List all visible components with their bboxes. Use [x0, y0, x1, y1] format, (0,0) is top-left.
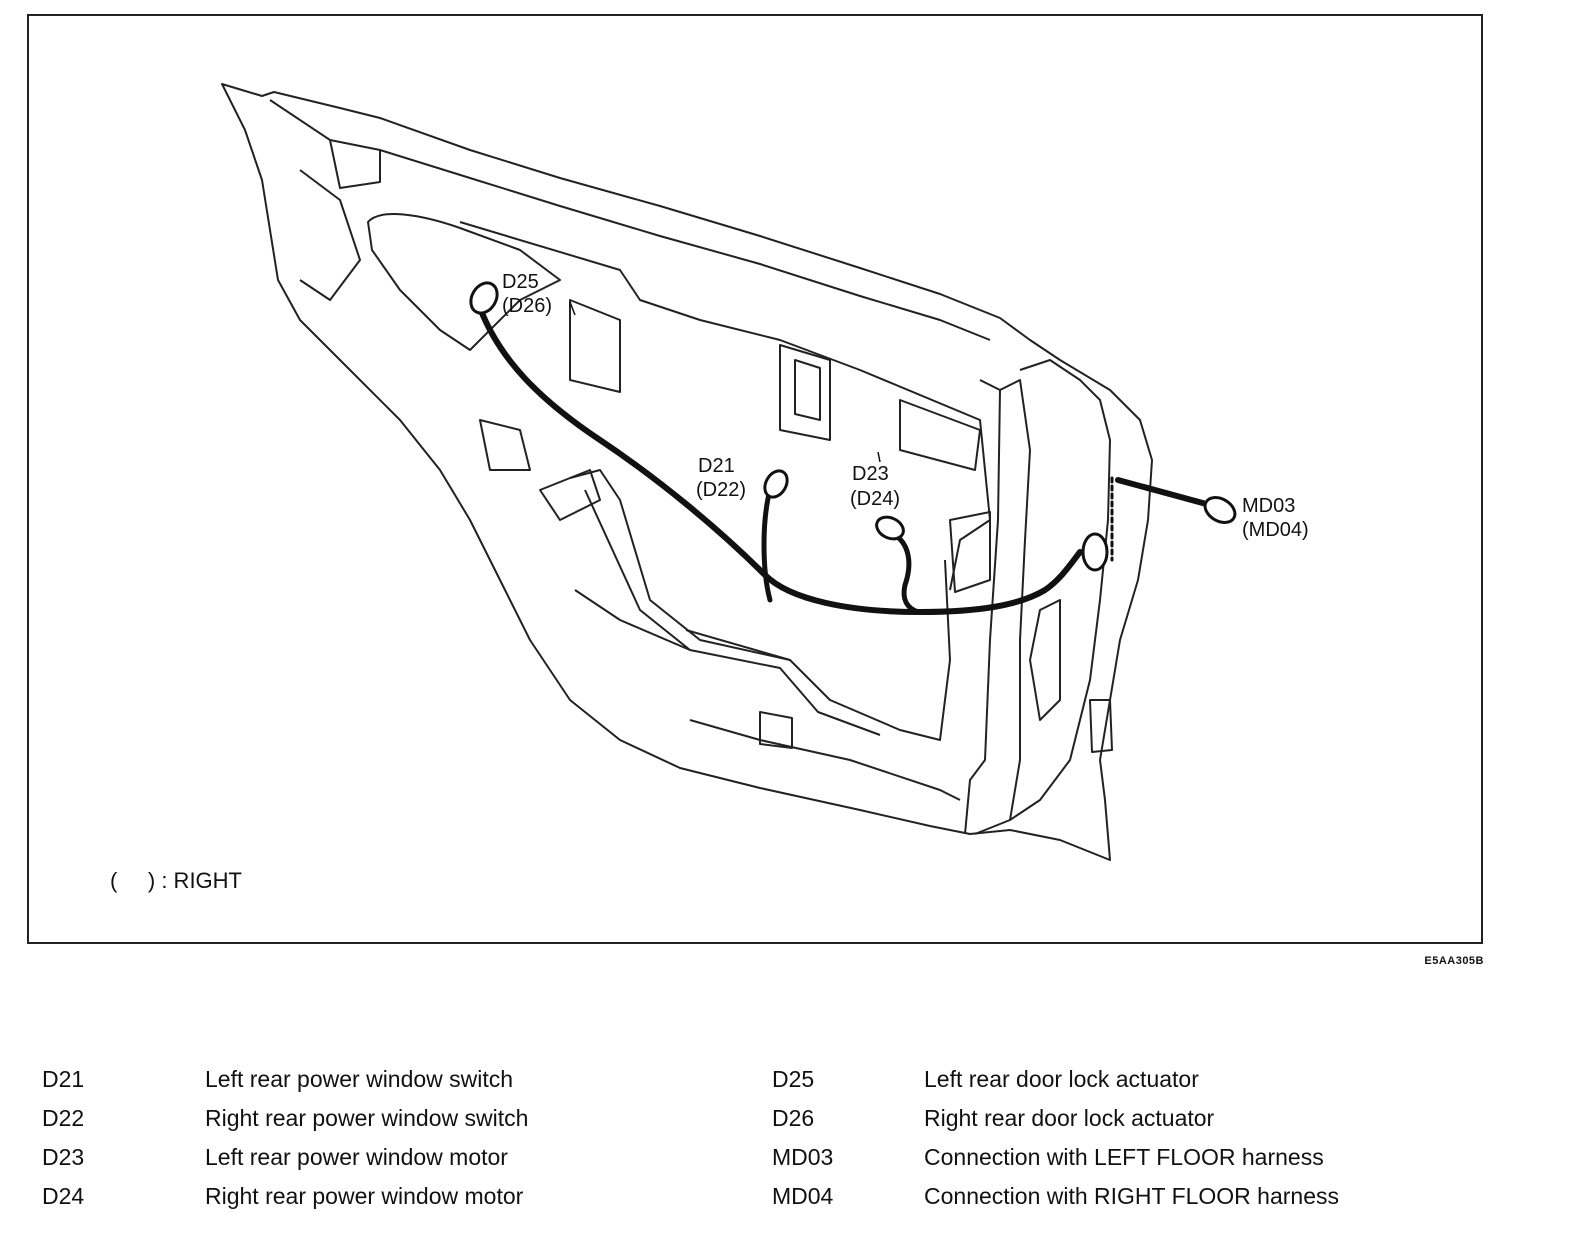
label-d24: (D24): [850, 488, 900, 510]
legend-row: D23 Left rear power window motor: [42, 1144, 722, 1183]
legend-code: D23: [42, 1144, 85, 1170]
callout-labels: D25 (D26) D21 (D22) D23 (D24) MD03 (MD04…: [502, 271, 1309, 541]
legend-code: MD03: [772, 1144, 834, 1170]
label-d23: D23: [852, 463, 889, 485]
legend-row: D22 Right rear power window switch: [42, 1105, 722, 1144]
legend-desc: Right rear door lock actuator: [924, 1105, 1215, 1131]
legend-desc: Left rear door lock actuator: [924, 1066, 1199, 1092]
leader-lines: [569, 301, 881, 463]
label-md04: (MD04): [1242, 519, 1309, 541]
connector-d25: [469, 281, 499, 315]
label-d26: (D26): [502, 295, 552, 317]
label-md03: MD03: [1242, 495, 1295, 517]
connector-d21: [763, 469, 789, 499]
legend-code: D21: [42, 1066, 85, 1092]
connectors: [469, 281, 1237, 572]
legend-desc: Connection with RIGHT FLOOR harness: [924, 1183, 1340, 1209]
legend-desc: Connection with LEFT FLOOR harness: [924, 1144, 1324, 1170]
legend-right: D25 Left rear door lock actuator D26 Rig…: [772, 1066, 1472, 1222]
right-side-note: ( ) : RIGHT: [110, 868, 242, 893]
legend-row: MD04 Connection with RIGHT FLOOR harness: [772, 1183, 1472, 1222]
legend-code: D26: [772, 1105, 815, 1131]
legend-left: D21 Left rear power window switch D22 Ri…: [42, 1066, 722, 1222]
legend-row: D26 Right rear door lock actuator: [772, 1105, 1472, 1144]
legend-row: D24 Right rear power window motor: [42, 1183, 722, 1222]
legend-row: D21 Left rear power window switch: [42, 1066, 722, 1105]
legend-code: MD04: [772, 1183, 834, 1209]
legend-desc: Right rear power window switch: [205, 1105, 529, 1131]
door-panel-outline: [221, 83, 1153, 861]
legend-desc: Left rear power window switch: [205, 1066, 514, 1092]
connector-md03: [1203, 496, 1237, 524]
label-d25: D25: [502, 271, 539, 293]
grommet: [1081, 532, 1109, 572]
figure-frame: [27, 14, 1483, 944]
legend-code: D24: [42, 1183, 85, 1209]
wiring-harness: [477, 305, 1213, 615]
legend-row: MD03 Connection with LEFT FLOOR harness: [772, 1144, 1472, 1183]
legend-row: D25 Left rear door lock actuator: [772, 1066, 1472, 1105]
legend-desc: Right rear power window motor: [205, 1183, 524, 1209]
figure-code: E5AA305B: [1424, 955, 1484, 967]
label-d22: (D22): [696, 479, 746, 501]
legend-code: D25: [772, 1066, 815, 1092]
connector-d23: [875, 515, 905, 541]
label-d21: D21: [698, 455, 735, 477]
door-harness-diagram: D25 (D26) D21 (D22) D23 (D24) MD03 (MD04…: [221, 83, 1309, 861]
legend-code: D22: [42, 1105, 85, 1131]
legend-desc: Left rear power window motor: [205, 1144, 508, 1170]
